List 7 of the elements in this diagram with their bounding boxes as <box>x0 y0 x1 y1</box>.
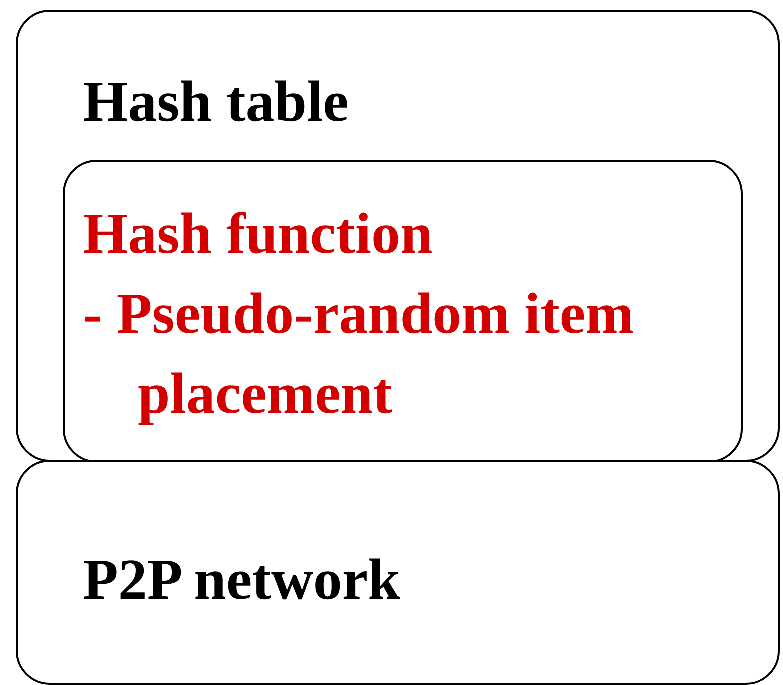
description-text: - Pseudo-random item placement <box>83 280 635 428</box>
rounded-box <box>16 10 780 462</box>
heading: P2P network <box>83 546 402 614</box>
heading: Hash function <box>83 200 434 268</box>
rounded-box <box>16 460 780 685</box>
heading: Hash table <box>83 68 350 136</box>
inner-rounded-box <box>63 160 743 463</box>
